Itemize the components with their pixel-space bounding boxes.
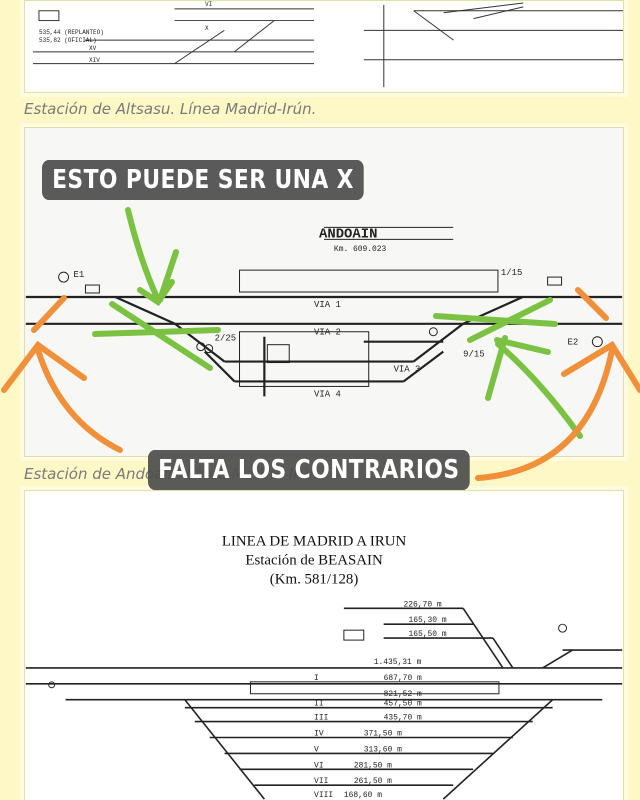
andoain-station-name: ANDOAIN — [319, 226, 377, 242]
andoain-switch-c: 9/15 — [463, 350, 484, 360]
beasain-length-10: 281,50 m — [354, 761, 392, 770]
altsasu-note-1: 535,44 (REPLANTEO) — [39, 29, 104, 36]
beasain-track-v: V — [314, 745, 319, 754]
beasain-length-12: 168,60 m — [344, 791, 382, 800]
altsasu-caption: Estación de Altsasu. Línea Madrid-Irún. — [24, 100, 317, 118]
beasain-track-ii: II — [314, 700, 324, 709]
beasain-length-0: 226,70 m — [404, 600, 442, 609]
beasain-length-6: 457,50 m — [384, 700, 422, 709]
andoain-track-2: VIA 2 — [314, 328, 341, 338]
altsasu-note-2: 535,82 (OFICIAL) — [39, 37, 97, 44]
sticker-contrarios-note: FALTA LOS CONTRARIOS — [148, 450, 470, 490]
andoain-switch-a: 1/15 — [501, 268, 522, 278]
beasain-track-i: I — [314, 674, 319, 683]
andoain-track-4: VIA 4 — [314, 389, 341, 399]
beasain-length-11: 261,50 m — [354, 777, 392, 786]
beasain-track-vi: VI — [314, 761, 324, 770]
altsasu-track-xiv: XIV — [89, 57, 100, 64]
altsasu-track-x: X — [205, 25, 209, 32]
altsasu-track-vi: VI — [205, 1, 213, 8]
beasain-length-7: 435,70 m — [384, 714, 422, 723]
beasain-length-3: 1.435,31 m — [374, 658, 422, 667]
beasain-length-5: 821,52 m — [384, 690, 422, 699]
beasain-length-2: 165,50 m — [408, 630, 446, 639]
andoain-signal-e1: E1 — [74, 270, 85, 280]
beasain-title-line: LINEA DE MADRID A IRUN — [222, 534, 407, 550]
beasain-length-9: 313,60 m — [364, 745, 402, 754]
andoain-km: Km. 609.023 — [334, 245, 387, 254]
beasain-length-4: 687,70 m — [384, 674, 422, 683]
andoain-track-1: VIA 1 — [314, 300, 341, 310]
beasain-length-8: 371,50 m — [364, 730, 402, 739]
altsasu-track-xv: XV — [89, 45, 97, 52]
beasain-track-iv: IV — [314, 730, 324, 739]
beasain-diagram-image: LINEA DE MADRID A IRUN Estación de BEASA… — [24, 490, 624, 800]
altsasu-diagram-image: 535,44 (REPLANTEO) 535,82 (OFICIAL) XV X… — [24, 0, 624, 93]
beasain-track-vii: VII — [314, 777, 328, 786]
sticker-x-note: ESTO PUEDE SER UNA X — [42, 160, 365, 200]
andoain-track-3: VIA 3 — [394, 365, 421, 375]
andoain-signal-e2: E2 — [568, 338, 579, 348]
beasain-length-1: 165,30 m — [408, 616, 446, 625]
andoain-switch-b: 2/25 — [215, 334, 236, 344]
beasain-title-km: (Km. 581/128) — [270, 571, 359, 587]
beasain-track-viii: VIII — [314, 791, 333, 800]
beasain-track-iii: III — [314, 714, 328, 723]
beasain-title-station: Estación de BEASAIN — [245, 553, 383, 569]
